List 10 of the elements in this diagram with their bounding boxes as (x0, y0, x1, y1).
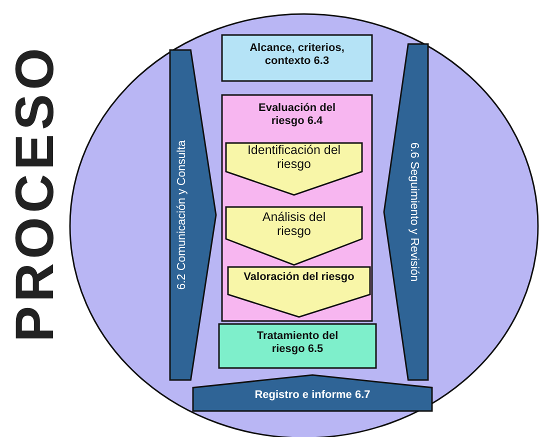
label: Identificación del riesgo (246, 143, 342, 172)
label: Tratamiento del riesgo 6.5 (256, 330, 340, 356)
label: Análisis del riesgo (261, 210, 327, 239)
heading: Evaluación del riesgo 6.4 (257, 102, 337, 128)
label: Registro e informe 6.7 (254, 389, 372, 402)
label: Valoración del riesgo (242, 271, 356, 284)
vertical-title: PROCESO (7, 42, 63, 344)
label: 6.2 Comunicación y Consulta (175, 139, 190, 292)
label: Alcance, criterios, contexto 6.3 (248, 42, 346, 68)
label: 6.6 Seguimiento y Revisión (406, 141, 421, 284)
